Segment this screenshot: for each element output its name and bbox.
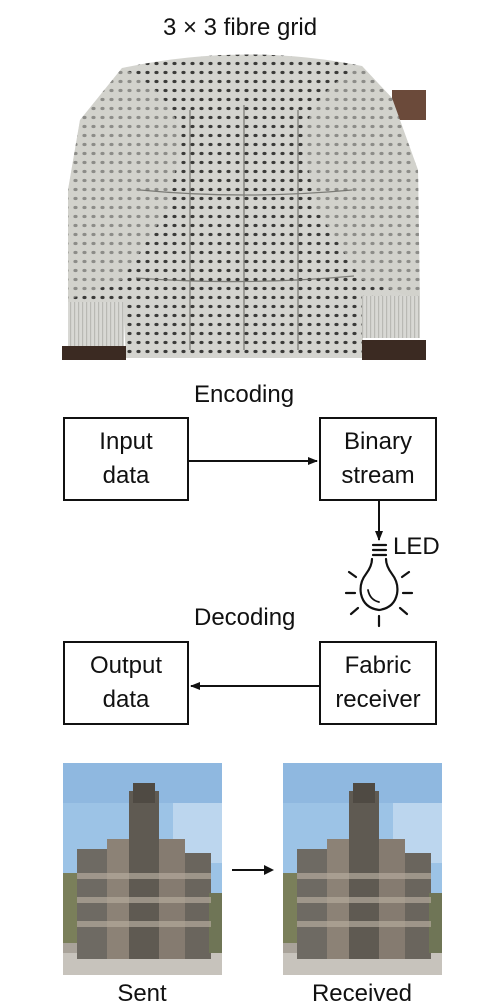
diagram-connectors: [189, 457, 414, 690]
light-bulb-icon: [344, 543, 414, 628]
input-box-line1: Input: [99, 428, 153, 455]
right-cuff: [362, 296, 420, 338]
decoding-label: Decoding: [194, 604, 296, 631]
binary-box-line1: Binary: [343, 428, 412, 455]
fabric-receiver-box: Fabric receiver: [319, 641, 437, 725]
fabric-box-line1: Fabric: [344, 652, 412, 679]
transfer-arrow: [232, 865, 274, 875]
encoding-label: Encoding: [194, 381, 295, 408]
fabric-box-line2: receiver: [335, 686, 421, 713]
input-box-line2: data: [102, 462, 150, 489]
output-box-line2: data: [102, 686, 150, 713]
received-caption: Received: [311, 980, 413, 1007]
led-label: LED: [393, 533, 440, 560]
figure-title: 3 × 3 fibre grid: [162, 14, 318, 41]
output-data-box: Output data: [63, 641, 189, 725]
received-image: [283, 763, 442, 975]
fibre-grid: [135, 105, 355, 350]
binary-box-line2: stream: [341, 462, 415, 489]
knitted-sweater-photo: [62, 50, 426, 360]
sent-image: [63, 763, 222, 975]
input-data-box: Input data: [63, 417, 189, 501]
binary-stream-box: Binary stream: [319, 417, 437, 501]
output-box-line1: Output: [89, 652, 163, 679]
sent-caption: Sent: [117, 980, 167, 1007]
left-cuff: [68, 302, 124, 348]
